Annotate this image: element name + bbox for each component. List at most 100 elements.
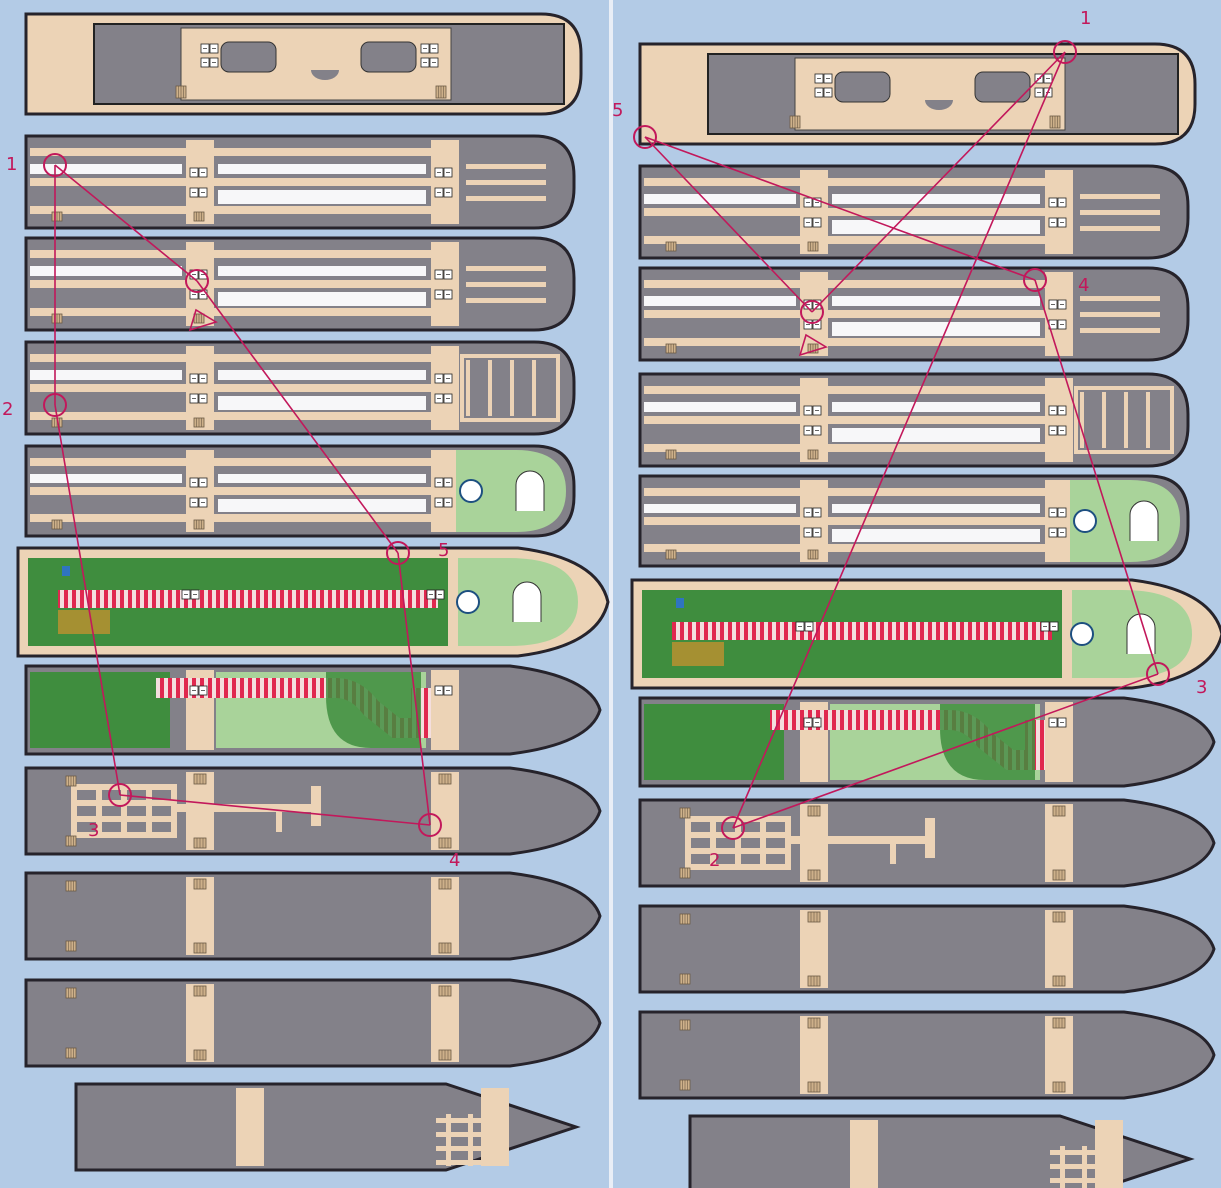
stair-shaft [1045, 910, 1073, 988]
cabin-block [218, 266, 426, 276]
stair-shaft [186, 877, 214, 955]
route-label-left-3: 3 [88, 820, 99, 841]
route-label-right-1: 1 [1080, 8, 1091, 29]
route-label-left-1: 1 [6, 154, 17, 175]
cabin-block [30, 474, 182, 483]
route-line [732, 51, 1066, 829]
aft-walkway [446, 1114, 451, 1166]
bow-walkway [466, 180, 546, 185]
cabin-block [218, 396, 426, 410]
route-marker-icon [108, 783, 132, 807]
service-corridor [785, 816, 791, 870]
cabin-block [644, 402, 796, 412]
route-line [54, 164, 198, 282]
stair-shaft [186, 984, 214, 1062]
cabin-corridor [644, 416, 1064, 424]
deck-hold [638, 904, 1216, 994]
sun-deck [1070, 480, 1180, 562]
aft-walkway [436, 1132, 496, 1137]
service-corridor [276, 808, 282, 832]
wheel-icon [456, 590, 480, 614]
cabin-corridor [30, 206, 450, 214]
cabin-block [832, 402, 1040, 412]
route-line [811, 51, 1066, 313]
cabin-block [644, 194, 796, 204]
route-marker-icon [43, 153, 67, 177]
bridge-room [360, 41, 417, 73]
deck-promenade [630, 578, 1221, 690]
route-label-right-3: 3 [1196, 677, 1207, 698]
deck-aft [688, 1114, 1195, 1188]
pool [515, 470, 545, 511]
deck-column-left [16, 12, 610, 1172]
route-marker-icon [185, 269, 209, 293]
cabin-corridor [644, 544, 1064, 552]
deck-bridge [24, 12, 583, 116]
route-line [397, 552, 431, 826]
stair-shaft [800, 1016, 828, 1094]
cabin-block [832, 194, 1040, 204]
gym-bar [1124, 392, 1128, 448]
route-marker-icon [1146, 662, 1170, 686]
service-corridor [890, 840, 896, 864]
aft-walkway [490, 1114, 495, 1166]
route-label-right-2: 2 [709, 850, 720, 871]
service-corridor [790, 836, 930, 844]
route-line [644, 136, 813, 313]
deck-hull [24, 871, 602, 961]
stair-shaft [431, 772, 459, 850]
cabin-corridor [30, 308, 450, 316]
route-marker-icon [800, 300, 824, 324]
cabin-corridor [30, 384, 450, 392]
aft-walkway [1050, 1164, 1110, 1169]
deck-grid [638, 798, 1216, 888]
gym-bar [466, 360, 470, 416]
stair-shaft [1045, 804, 1073, 882]
bow-walkway [466, 196, 546, 201]
cabin-corridor [30, 148, 450, 156]
route-label-left-5: 5 [438, 540, 449, 561]
cabin-corridor [644, 517, 1064, 525]
route-marker-icon [43, 393, 67, 417]
service-corridor [710, 816, 716, 870]
service-corridor [146, 784, 152, 838]
service-corridor [96, 784, 102, 838]
bow-walkway [1080, 296, 1160, 301]
cabin-corridor [644, 280, 1064, 288]
gym-bar [1080, 392, 1084, 448]
deck-cabin [638, 266, 1190, 362]
aft-walkway [468, 1114, 473, 1166]
route-label-right-5: 5 [612, 100, 623, 121]
arrow-icon [798, 333, 828, 357]
cabin-corridor [644, 310, 1064, 318]
cabin-corridor [644, 338, 1064, 346]
route-marker-icon [1023, 268, 1047, 292]
cabin-corridor [30, 250, 450, 258]
service-corridor [176, 804, 316, 812]
deck-hull [24, 978, 602, 1068]
aft-walkway [1082, 1146, 1087, 1188]
cabin-block [832, 296, 1040, 306]
deck-hull [638, 1010, 1216, 1100]
gym-bar [1102, 392, 1106, 448]
cabin-block [30, 266, 182, 276]
cabin-block [832, 504, 1040, 513]
deck-cabin-gym [638, 372, 1190, 468]
deck-cabin [24, 134, 576, 230]
highlighted-walkway [58, 590, 438, 608]
deck-hold [24, 871, 602, 961]
route-line [196, 280, 399, 554]
cabin-corridor [30, 514, 450, 522]
gym-frame [460, 354, 560, 422]
service-corridor [121, 784, 127, 838]
route-label-left-4: 4 [449, 850, 460, 871]
cabin-corridor [30, 354, 450, 362]
stair-shaft [850, 1120, 878, 1188]
deck-hull [638, 904, 1216, 994]
route-marker-icon [633, 125, 657, 149]
panel-divider [609, 0, 613, 1188]
deck-cabin-green [638, 474, 1190, 568]
deck-aft [74, 1082, 581, 1172]
cabin-corridor [644, 488, 1064, 496]
